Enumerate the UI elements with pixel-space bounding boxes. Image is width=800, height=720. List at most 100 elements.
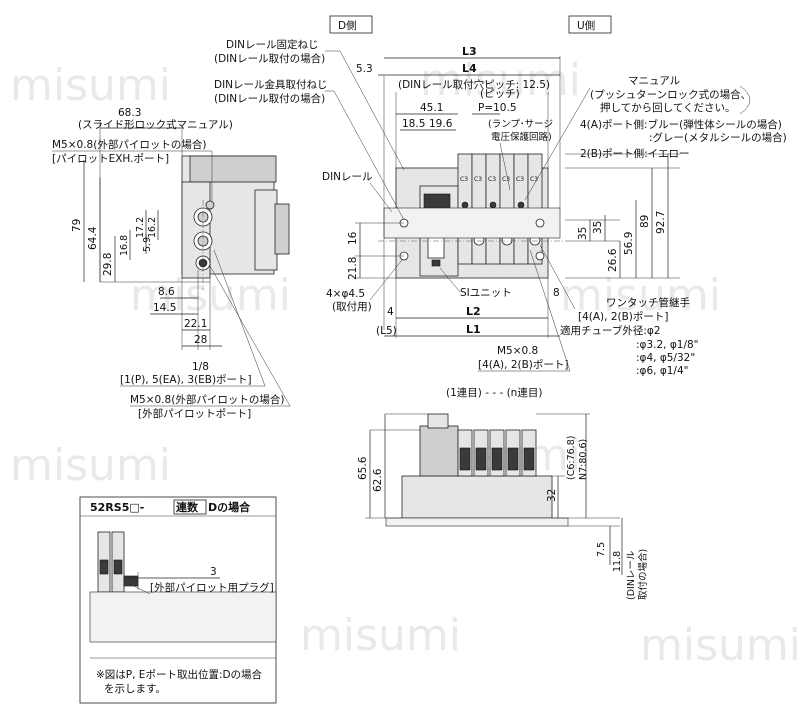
mount-hole-label: 4×φ4.5 bbox=[326, 288, 365, 300]
leader-line bbox=[539, 244, 576, 310]
m5-ext-pilot-port-sub: [外部パイロットポート] bbox=[138, 407, 251, 420]
d-side-box bbox=[329, 15, 373, 34]
valve-label: C3 bbox=[474, 176, 482, 183]
m5-port-label: M5×0.8 bbox=[497, 345, 538, 357]
inset-manifold bbox=[89, 591, 277, 643]
leader-line bbox=[439, 267, 461, 293]
dim-l1: L1 bbox=[466, 323, 481, 336]
watermark-text: misumi bbox=[130, 270, 291, 321]
mount-hole bbox=[535, 218, 545, 228]
manual-note: (プッシュターンロック式の場合、 bbox=[590, 88, 751, 101]
onetouch-label: ワンタッチ管継手 bbox=[606, 296, 690, 309]
dim-l3: L3 bbox=[462, 45, 477, 58]
dim-5-3: 5.3 bbox=[356, 63, 373, 75]
manual-label: マニュアル bbox=[628, 75, 680, 87]
watermark-text: misumi bbox=[300, 610, 461, 661]
pitch-value: P=10.5 bbox=[478, 102, 517, 114]
inset-title-box-text: 連数 bbox=[176, 500, 199, 514]
dim-65-6: 65.6 bbox=[357, 456, 369, 480]
onetouch-sub: [4(A), 2(B)ポート] bbox=[578, 311, 669, 323]
din-rail-front bbox=[385, 517, 569, 527]
leader-line bbox=[209, 265, 291, 407]
dim-16-8: 16.8 bbox=[119, 235, 130, 256]
dim-22-1: 22.1 bbox=[184, 318, 207, 330]
din-bracket-screw: DINレール金具取付ねじ bbox=[214, 78, 328, 91]
bracket bbox=[739, 85, 751, 115]
watermark-text: misumi bbox=[10, 60, 171, 111]
d-side-label: D側 bbox=[338, 19, 357, 32]
fitting-front bbox=[475, 447, 487, 471]
port4-color-sub: :グレー(メタルシールの場合) bbox=[649, 131, 787, 144]
dim-18-5: 18.5 bbox=[402, 118, 425, 130]
din-note-sub: 取付の場合) bbox=[637, 549, 649, 600]
si-led bbox=[431, 259, 441, 267]
si-unit-label: SIユニット bbox=[460, 287, 512, 299]
dim-7-5: 7.5 bbox=[596, 542, 607, 557]
dim-68-3: 68.3 bbox=[118, 107, 141, 119]
port-size: 1/8 bbox=[192, 361, 209, 373]
manual-button bbox=[461, 201, 469, 209]
dim-28: 28 bbox=[194, 334, 207, 346]
valve-label: C3 bbox=[530, 176, 538, 183]
inset-title-model: 52RS5□- bbox=[90, 501, 144, 514]
dim-16: 16 bbox=[347, 231, 359, 245]
dim-l5: (L5) bbox=[376, 325, 397, 337]
slide-manual-label: (スライド形ロック式マニュアル) bbox=[78, 118, 233, 131]
dim-92-7: 92.7 bbox=[655, 211, 667, 234]
dim-8-6: 8.6 bbox=[158, 286, 175, 298]
c6-dim: (C6:76.8) bbox=[566, 436, 577, 480]
valve-label: C3 bbox=[502, 176, 510, 183]
dim-21-8: 21.8 bbox=[347, 257, 359, 280]
inset-note: ※図はP, Eポート取出位置:Dの場合 bbox=[96, 668, 263, 681]
din-rail-label: DINレール bbox=[322, 171, 373, 183]
leader-line bbox=[129, 583, 151, 595]
mount-hole bbox=[535, 251, 545, 261]
dim-56-9: 56.9 bbox=[623, 232, 635, 255]
pilot-port bbox=[205, 200, 215, 210]
bottom-front-view: (1連目) - - - (n連目) 65.6 62.6 32 (C6:76.8)… bbox=[357, 386, 649, 600]
fitting-front bbox=[507, 447, 519, 471]
manual-button bbox=[489, 201, 497, 209]
din-fix-screw: DINレール固定ねじ bbox=[226, 38, 319, 51]
watermark-text: misumi bbox=[560, 270, 721, 321]
din-fix-screw-sub: (DINレール取付の場合) bbox=[214, 52, 325, 65]
dim-11-8: 11.8 bbox=[612, 551, 623, 572]
dim-16-2: 16.2 bbox=[147, 217, 158, 238]
dim-14-5: 14.5 bbox=[153, 302, 176, 314]
tube-od-label: 適用チューブ外径:φ2 bbox=[560, 324, 661, 337]
fitting-front bbox=[491, 447, 503, 471]
mount-hole-sub: (取付用) bbox=[332, 300, 372, 313]
fitting-front bbox=[523, 447, 535, 471]
dim-26-6: 26.6 bbox=[607, 248, 619, 272]
din-rail bbox=[383, 207, 561, 239]
tube-od-3: :φ4, φ5/32" bbox=[636, 352, 695, 364]
tube-od-4: :φ6, φ1/4" bbox=[636, 365, 688, 377]
inset-fitting bbox=[99, 559, 109, 575]
port-description: [1(P), 5(EA), 3(EB)ポート] bbox=[120, 374, 252, 386]
lamp-surge-sub: 電圧保護回路) bbox=[491, 131, 552, 143]
dim-45-1: 45.1 bbox=[420, 102, 443, 114]
inset-title-tail: Dの場合 bbox=[208, 500, 251, 514]
m5-ext-pilot-label: M5×0.8(外部パイロットの場合) bbox=[52, 138, 206, 151]
u-side-box bbox=[568, 15, 612, 34]
valve-label: C3 bbox=[516, 176, 524, 183]
dim-17-2: 17.2 bbox=[135, 217, 146, 238]
leader-line bbox=[499, 142, 511, 191]
u-side-label: U側 bbox=[577, 19, 595, 32]
inset-title-box bbox=[173, 499, 207, 515]
station-label: (1連目) - - - (n連目) bbox=[446, 386, 542, 399]
inset-panel: 52RS5□- 連数 Dの場合 3 [外部パイロット用プラグ] ※図はP, Eポ… bbox=[79, 496, 277, 704]
dim-19-6: 19.6 bbox=[429, 118, 453, 130]
tube-od-2: :φ3.2, φ1/8" bbox=[636, 339, 699, 351]
si-cap bbox=[427, 413, 449, 429]
left-side-view: 68.3 (スライド形ロック式マニュアル) M5×0.8(外部パイロットの場合)… bbox=[52, 107, 291, 420]
si-unit-side bbox=[254, 189, 278, 271]
dim-l2: L2 bbox=[466, 305, 481, 318]
leader-line bbox=[369, 182, 393, 213]
leader-line bbox=[369, 259, 403, 301]
right-notes: マニュアル (プッシュターンロック式の場合、 押してから回してください。 4(A… bbox=[524, 75, 787, 279]
watermark-text: misumi bbox=[640, 620, 800, 671]
valve-label: C3 bbox=[488, 176, 496, 183]
lamp-surge-label: (ランプ･サージ bbox=[488, 119, 553, 130]
